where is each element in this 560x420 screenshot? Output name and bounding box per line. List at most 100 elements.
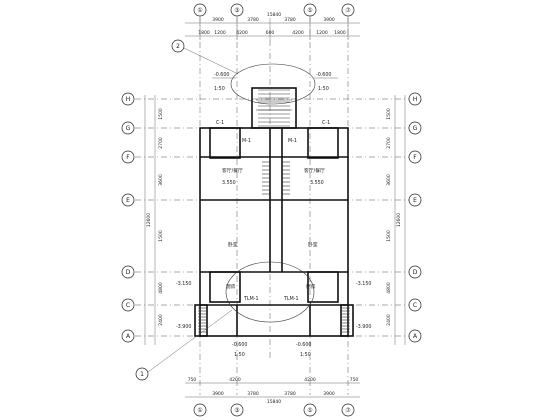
stair-right: TLM-1 <box>283 296 299 302</box>
bottom-sub-3: 4200 <box>304 377 316 383</box>
top-sub-7: 1800 <box>334 30 346 36</box>
room-labels: 客厅/餐厅 客厅/餐厅 卧室 卧室 厨房 厨房 C-1 C-1 M-1 M-1 … <box>214 86 330 358</box>
left-part-2: 2700 <box>158 137 164 149</box>
door-right: M-1 <box>288 138 297 144</box>
right-grid-label-h: H <box>413 96 418 103</box>
stair-treads <box>198 89 350 333</box>
top-detail-callout: 2 <box>171 39 316 105</box>
note-top-right: 1:50 <box>318 86 329 92</box>
left-overall-dim: 12600 <box>146 213 152 227</box>
right-grid-bubbles: H G F E D C A <box>408 92 422 343</box>
bottom-sub-4: 750 <box>350 377 359 383</box>
bottom-grid-label-1: ① <box>197 407 202 414</box>
top-grid-label-2: ③ <box>234 7 239 14</box>
bottom-sub-1: 750 <box>188 377 197 383</box>
top-sub-5: 4200 <box>292 30 304 36</box>
bottom-sub-2: 4200 <box>229 377 241 383</box>
bottom-grid-label-2: ③ <box>234 407 239 414</box>
left-grid-label-f: F <box>126 154 130 161</box>
level-marks: -0.600 -0.600 3.550 3.550 -3.150 -3.150 … <box>176 72 371 348</box>
bottom-span-3: 3780 <box>284 391 296 397</box>
window-left: C-1 <box>216 120 224 126</box>
left-part-3: 3600 <box>158 174 164 186</box>
top-span-3: 3780 <box>284 17 296 23</box>
right-dimensions: 12600 1500 2700 3600 1500 4800 2400 <box>386 95 406 345</box>
top-span-4: 3900 <box>323 17 335 23</box>
note-top-left: 1:50 <box>214 86 225 92</box>
bottom-span-4: 3900 <box>323 391 335 397</box>
right-grid-label-g: G <box>413 125 418 132</box>
left-grid-label-c: C <box>126 302 130 309</box>
top-sub-2: 1200 <box>214 30 226 36</box>
left-part-4: 1500 <box>158 230 164 242</box>
top-span-1: 3900 <box>212 17 224 23</box>
right-grid-label-f: F <box>413 154 417 161</box>
top-grid-label-3: ⑤ <box>307 7 312 14</box>
right-overall-dim: 12600 <box>396 213 402 227</box>
room-lower-right: 卧室 <box>308 241 318 248</box>
top-grid-label-1: ① <box>197 7 202 14</box>
right-grid-label-a: A <box>413 333 418 340</box>
top-span-2: 3780 <box>247 17 259 23</box>
window-right: C-1 <box>322 120 330 126</box>
bottom-span-1: 3900 <box>212 391 224 397</box>
level-mid-right: 3.550 <box>310 180 324 186</box>
right-part-6: 2400 <box>386 314 392 326</box>
top-grid-label-4: ⑦ <box>345 7 351 14</box>
note-bottom-left: 1:50 <box>234 352 245 358</box>
bottom-callout-number: 1 <box>140 371 144 378</box>
left-grid-label-g: G <box>126 125 131 132</box>
bottom-grid-bubbles: ① ③ ⑤ ⑦ <box>193 403 355 417</box>
top-callout-number: 2 <box>176 43 180 50</box>
bottom-grid-label-3: ⑤ <box>307 407 312 414</box>
kitchen-right: 厨房 <box>306 283 316 290</box>
right-part-4: 1500 <box>386 230 392 242</box>
right-part-1: 1500 <box>386 108 392 120</box>
top-sub-1: 1800 <box>198 30 210 36</box>
room-upper-right: 客厅/餐厅 <box>304 167 325 174</box>
left-part-5: 4800 <box>158 282 164 294</box>
door-left: M-1 <box>242 138 251 144</box>
left-part-6: 2400 <box>158 314 164 326</box>
level-top-right: -0.600 <box>316 72 331 78</box>
right-part-5: 4800 <box>386 282 392 294</box>
right-part-3: 3600 <box>386 174 392 186</box>
left-dimensions: 12600 1500 2700 3600 1500 4800 2400 <box>144 95 164 345</box>
bottom-grid-label-4: ⑦ <box>345 407 351 414</box>
left-part-1: 1500 <box>158 108 164 120</box>
level-lower-right: -3.150 <box>356 281 371 287</box>
right-part-2: 2700 <box>386 137 392 149</box>
room-lower-left: 卧室 <box>228 241 238 248</box>
horizontal-grid-axes <box>135 98 415 337</box>
room-upper-left: 客厅/餐厅 <box>222 167 243 174</box>
note-bottom-right: 1:50 <box>300 352 311 358</box>
top-dimensions: 3900 3780 3780 3900 1800 1200 4200 600 4… <box>185 17 360 40</box>
left-grid-label-h: H <box>126 96 131 103</box>
level-bottom-right: -3.900 <box>356 324 371 330</box>
level-top-left: -0.600 <box>214 72 229 78</box>
left-grid-label-a: A <box>126 333 131 340</box>
building-walls <box>194 87 354 337</box>
left-grid-bubbles: H G F E D C A <box>121 92 135 343</box>
top-overall-dim: 15840 <box>267 12 281 18</box>
top-sub-6: 1200 <box>316 30 328 36</box>
top-sub-3: 4200 <box>236 30 248 36</box>
level-bottom-center-left: -0.600 <box>232 342 247 348</box>
right-grid-label-d: D <box>413 269 418 276</box>
bottom-span-2: 3780 <box>247 391 259 397</box>
level-mid-left: 3.550 <box>222 180 236 186</box>
stair-left: TLM-1 <box>243 296 259 302</box>
bottom-detail-callout: 1 <box>135 261 315 381</box>
right-grid-label-c: C <box>413 302 417 309</box>
level-bottom-left: -3.900 <box>176 324 191 330</box>
top-sub-4: 600 <box>266 30 275 36</box>
kitchen-left: 厨房 <box>226 283 236 290</box>
left-grid-label-d: D <box>126 269 131 276</box>
bottom-dimensions: 750 4200 4200 750 3900 3780 3780 3900 15… <box>185 377 360 405</box>
left-grid-label-e: E <box>126 197 130 204</box>
right-grid-label-e: E <box>413 197 417 204</box>
bottom-overall-dim: 15840 <box>267 399 281 405</box>
level-bottom-center-right: -0.600 <box>296 342 311 348</box>
level-lower-left: -3.150 <box>176 281 191 287</box>
